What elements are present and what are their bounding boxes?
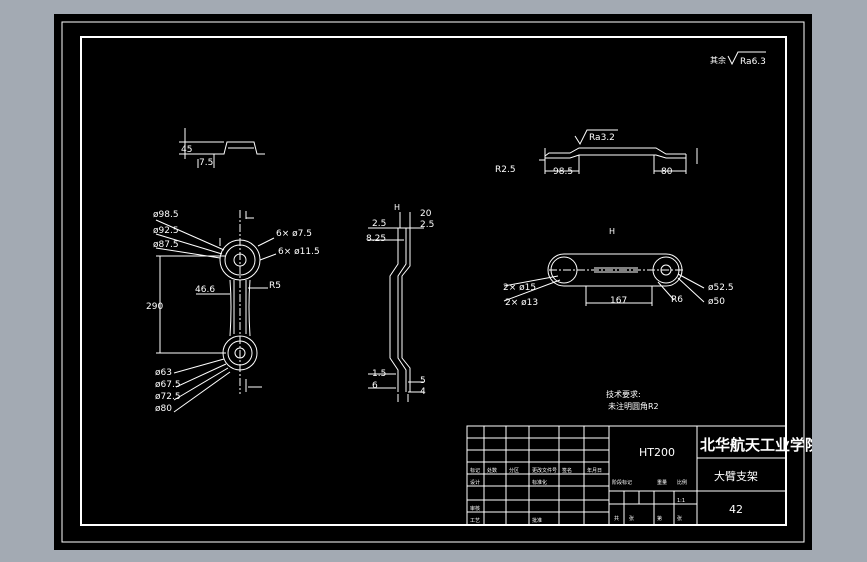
section-r6: R6 <box>671 295 683 305</box>
title-school: 北华航天工业学院 <box>700 436 812 454</box>
side-dim-left-2: 8.25 <box>366 234 386 244</box>
front-dim-46-6: 46.6 <box>195 285 215 295</box>
side-dim-bottom-right-2: 4 <box>420 387 426 397</box>
front-view-labels: ø98.5 ø92.5 ø87.5 6× ø7.5 6× ø11.5 290 4… <box>146 210 320 414</box>
top-dim-left: 98.5 <box>553 167 573 177</box>
notes-title: 技术要求: <box>606 389 641 399</box>
svg-text:审核: 审核 <box>470 505 480 512</box>
title-block-grid <box>466 425 787 526</box>
front-holes-large: 6× ø11.5 <box>278 247 320 257</box>
section-dia-52-5: ø52.5 <box>708 283 734 293</box>
side-dim-bottom-right-1: 5 <box>420 376 426 386</box>
front-dia-bottom-4: ø80 <box>155 404 172 414</box>
front-dia-top-2: ø92.5 <box>153 226 179 236</box>
front-dim-290: 290 <box>146 302 163 312</box>
front-dia-bottom-3: ø72.5 <box>155 392 181 402</box>
section-holes-13: 2× ø13 <box>505 298 538 308</box>
front-dia-top-3: ø87.5 <box>153 240 179 250</box>
side-dim-right-1: 20 <box>420 209 432 219</box>
side-section-label: H <box>394 203 400 212</box>
front-dia-top-1: ø98.5 <box>153 210 179 220</box>
svg-text:更改文件号: 更改文件号 <box>532 467 557 474</box>
notes-line1: 未注明圆角R2 <box>608 401 659 411</box>
front-holes-small: 6× ø7.5 <box>276 229 312 239</box>
title-part-name: 大臂支架 <box>714 469 758 483</box>
svg-text:张: 张 <box>677 515 682 522</box>
svg-text:处数: 处数 <box>487 467 497 474</box>
side-dim-right-2: 2.5 <box>420 220 434 230</box>
title-material: HT200 <box>639 446 675 459</box>
section-h-view <box>503 253 705 306</box>
section-holes-15: 2× ø15 <box>503 283 536 293</box>
svg-text:批准: 批准 <box>532 517 542 524</box>
top-dim-right: 80 <box>661 167 673 177</box>
inner-frame <box>80 36 787 526</box>
small-profile-view <box>179 128 265 168</box>
front-dia-bottom-1: ø63 <box>155 368 172 378</box>
top-roughness: Ra3.2 <box>589 133 615 143</box>
svg-text:其余: 其余 <box>710 55 726 65</box>
svg-text:分区: 分区 <box>509 467 519 474</box>
section-dim-167: 167 <box>610 296 627 306</box>
svg-text:工艺: 工艺 <box>470 518 480 524</box>
drawing-svg: 其余 Ra6.3 45 7.5 Ra3.2 R2.5 98.5 80 <box>61 21 812 543</box>
svg-text:签名: 签名 <box>562 467 572 474</box>
roughness-symbol-general: 其余 Ra6.3 <box>710 51 766 67</box>
svg-text:年月日: 年月日 <box>587 467 602 474</box>
section-dia-50: ø50 <box>708 297 725 307</box>
svg-text:标记: 标记 <box>470 467 480 474</box>
svg-text:张: 张 <box>629 515 634 522</box>
top-r-label: R2.5 <box>495 165 516 175</box>
front-view <box>155 210 277 413</box>
svg-text:第: 第 <box>657 515 662 522</box>
svg-text:1:1: 1:1 <box>677 498 685 504</box>
title-number: 42 <box>729 503 743 516</box>
svg-text:Ra6.3: Ra6.3 <box>740 57 766 67</box>
svg-text:阶段标记: 阶段标记 <box>612 479 632 486</box>
svg-text:重量: 重量 <box>657 479 667 486</box>
side-dim-bottom-left-2: 6 <box>372 381 378 391</box>
svg-text:标准化: 标准化 <box>532 479 547 486</box>
section-h-label: H <box>609 227 615 236</box>
side-dim-bottom-left-1: 1.5 <box>372 369 386 379</box>
dim-height-45: 45 <box>181 145 192 155</box>
outer-frame <box>61 21 805 543</box>
front-dia-bottom-2: ø67.5 <box>155 380 181 390</box>
svg-text:共: 共 <box>614 515 619 522</box>
top-view <box>539 129 698 174</box>
drawing-canvas: 其余 Ra6.3 45 7.5 Ra3.2 R2.5 98.5 80 <box>54 14 812 550</box>
svg-text:设计: 设计 <box>470 479 480 486</box>
side-dim-left-1: 2.5 <box>372 219 386 229</box>
title-block-small-labels: 标记 处数 分区 更改文件号 签名 年月日 设计 标准化 阶段标记 重量 比例 … <box>470 467 687 524</box>
side-view <box>368 212 424 402</box>
dim-width-7-5: 7.5 <box>199 158 213 168</box>
svg-text:比例: 比例 <box>677 479 687 486</box>
front-r5: R5 <box>269 281 281 291</box>
